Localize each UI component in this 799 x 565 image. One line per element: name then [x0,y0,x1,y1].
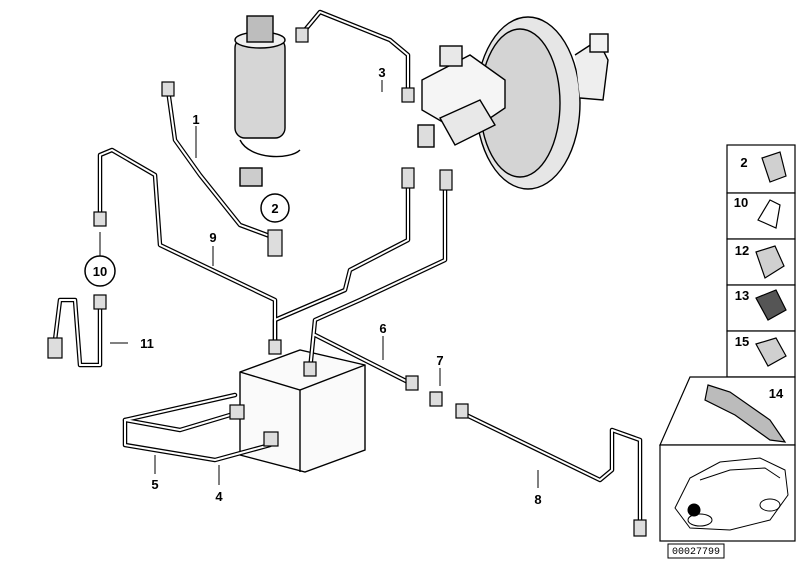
callout-10: 10 [93,264,107,279]
side-panel-parts [704,151,787,443]
fittings [47,27,647,537]
side-label-14: 14 [769,386,784,401]
master-cylinder [417,45,506,148]
callout-11: 11 [140,336,154,351]
car-location-sketch [674,457,789,531]
callout-2-circle [260,193,290,223]
callout-8: 8 [534,492,541,507]
side-label-15: 15 [735,334,749,349]
callout-7: 7 [436,353,443,368]
callout-10-circle [84,255,116,287]
callout-4: 4 [215,489,223,504]
hydraulic-unit [239,349,366,473]
callout-9: 9 [209,230,216,245]
brake-booster [475,16,609,190]
brake-lines-inner [54,11,641,526]
callout-2: 2 [271,201,278,216]
leader-lines [99,80,539,488]
callout-5: 5 [151,477,158,492]
side-label-2: 2 [740,155,747,170]
pressure-accumulator [234,15,301,187]
ref-code-box [667,543,725,559]
side-label-10: 10 [734,195,748,210]
side-label-12: 12 [735,243,749,258]
callout-6: 6 [379,321,386,336]
callout-1: 1 [192,112,199,127]
side-label-13: 13 [735,288,749,303]
callout-3: 3 [378,65,385,80]
ref-code: 00027799 [672,547,720,558]
